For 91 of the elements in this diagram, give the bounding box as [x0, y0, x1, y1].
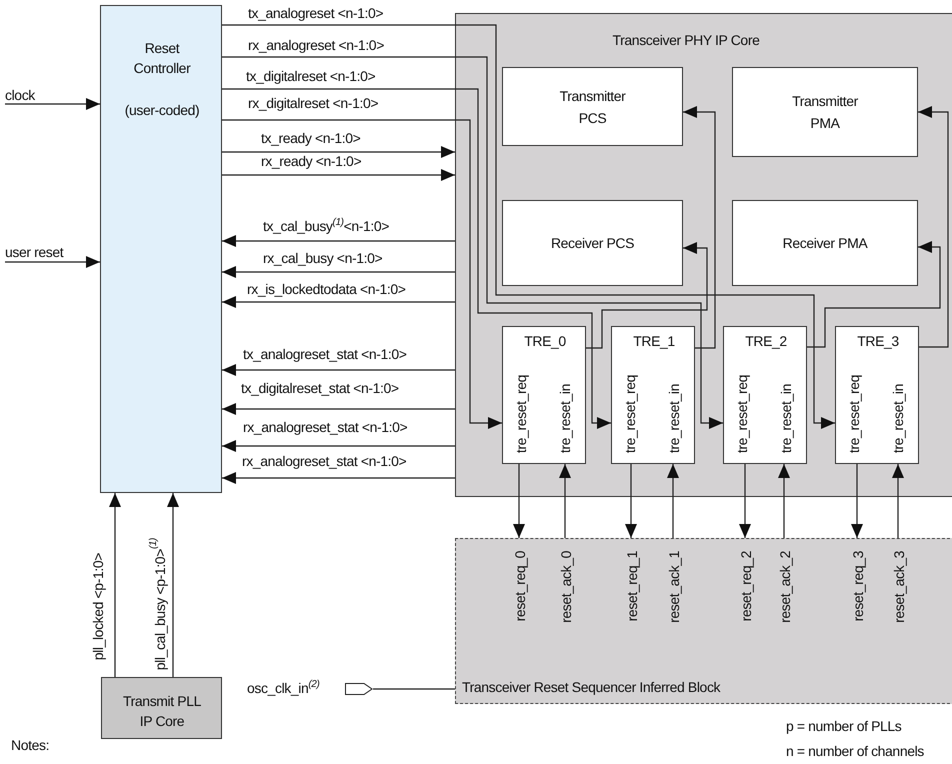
arrow: [222, 403, 455, 415]
arrow: [222, 88, 611, 429]
signal-label: tx_digitalreset_stat <n-1:0>: [241, 379, 399, 397]
block-title: Transceiver Reset Sequencer Inferred Block: [462, 678, 720, 696]
pin-label: tre_reset_in: [665, 384, 683, 453]
pin-label: reset_req_2: [737, 551, 755, 622]
pin-label: tre_reset_in: [889, 384, 907, 453]
block-title: TRE_1: [632, 332, 676, 351]
input-pin: [247, 679, 373, 699]
tre-block: [502, 326, 586, 464]
arrow: [625, 464, 637, 538]
arrow: [222, 266, 455, 278]
pin-label: reset_ack_2: [776, 551, 794, 623]
arrow: [222, 146, 455, 158]
signal-label: tx_analogreset_stat <n-1:0>: [243, 345, 407, 363]
signal-label: rx_analogreset_stat <n-1:0>: [242, 452, 406, 470]
block-title: Receiver PMA: [782, 234, 868, 253]
signal-label: tx_cal_busy$^{(1)}$<n-1:0>: [263, 217, 390, 235]
signal-label: rx_ready <n-1:0>: [261, 152, 362, 170]
arrow: [892, 464, 904, 538]
block-title: TRE_3: [856, 332, 900, 351]
block-title: Transmit PLL IP Core: [122, 692, 202, 731]
block-title: Transmitter PCS: [558, 86, 626, 128]
pin-label: tre_reset_in: [556, 384, 574, 453]
signal-label: rx_is_lockedtodata <n-1:0>: [247, 280, 406, 298]
tre-block: [611, 326, 695, 464]
process-box: [732, 67, 918, 157]
arrow: [683, 106, 716, 349]
pin-label: reset_req_3: [849, 551, 867, 622]
arrow: [222, 24, 835, 429]
signal-label: rx_digitalreset <n-1:0>: [248, 94, 378, 112]
block-title: Reset Controller: [132, 39, 192, 78]
process-box: [502, 67, 683, 146]
block-title: Transmitter PMA: [791, 92, 859, 133]
block-title: Receiver PCS: [550, 234, 636, 253]
signal-label: pll_locked <p-1:0>: [89, 552, 107, 660]
arrow: [222, 364, 455, 376]
arrow: [667, 464, 679, 538]
signal-label: tx_ready <n-1:0>: [261, 129, 360, 147]
arrow: [167, 493, 179, 677]
signal-label: clock: [5, 86, 35, 104]
arrow: [222, 440, 455, 452]
arrow: [739, 464, 751, 538]
arrow: [222, 296, 455, 308]
sequencer-block: [455, 538, 952, 704]
pin-label: tre_reset_req: [621, 374, 639, 453]
pin-label: tre_reset_req: [512, 374, 530, 453]
process-box: [502, 200, 683, 286]
pin-label: reset_ack_0: [557, 551, 575, 623]
signal-label: tx_digitalreset <n-1:0>: [246, 67, 376, 85]
process-box: [732, 200, 918, 286]
pin-label: reset_req_1: [623, 551, 641, 622]
arrow: [222, 56, 723, 429]
arrow: [222, 169, 455, 181]
arrow: [513, 464, 525, 538]
ip-core-block: [455, 13, 952, 497]
legend-note: p = number of PLLs: [786, 717, 902, 735]
pin-label: tre_reset_in: [777, 384, 795, 453]
block-title: TRE_2: [744, 332, 788, 351]
controller-block: [100, 5, 222, 493]
pin-label: tre_reset_req: [845, 374, 863, 453]
block-title: TRE_0: [523, 332, 567, 351]
arrow: [851, 464, 863, 538]
signal-label: rx_analogreset_stat <n-1:0>: [243, 418, 408, 436]
signal-label: rx_cal_busy <n-1:0>: [263, 249, 382, 267]
arrow: [109, 493, 121, 677]
pll-block: [101, 677, 222, 739]
tre-block: [835, 326, 919, 464]
arrow: [5, 256, 100, 268]
arrow: [918, 106, 949, 348]
arrow: [807, 241, 941, 348]
arrow: [559, 464, 571, 538]
arrow: [222, 119, 502, 429]
signal-label: osc_clk_in$^{(2)}$: [247, 679, 320, 697]
signal-label: rx_analogreset <n-1:0>: [248, 36, 384, 54]
pin-label: reset_ack_1: [665, 551, 683, 623]
block-title: (user-coded): [124, 101, 200, 120]
signal-label: tx_analogreset <n-1:0>: [248, 4, 384, 22]
signal-label: user reset: [5, 243, 64, 261]
block-title: Transceiver PHY IP Core: [612, 31, 760, 50]
pin-label: reset_ack_3: [890, 551, 908, 623]
arrow: [222, 472, 455, 484]
arrow: [222, 235, 455, 247]
arrow: [586, 242, 708, 349]
tre-block: [723, 326, 807, 464]
pin-label: tre_reset_req: [733, 374, 751, 453]
arrow: [778, 464, 790, 538]
notes-heading: Notes:: [11, 736, 50, 754]
pin-label: reset_req_0: [511, 551, 529, 622]
arrow: [5, 98, 100, 110]
legend-note: n = number of channels: [786, 742, 924, 760]
